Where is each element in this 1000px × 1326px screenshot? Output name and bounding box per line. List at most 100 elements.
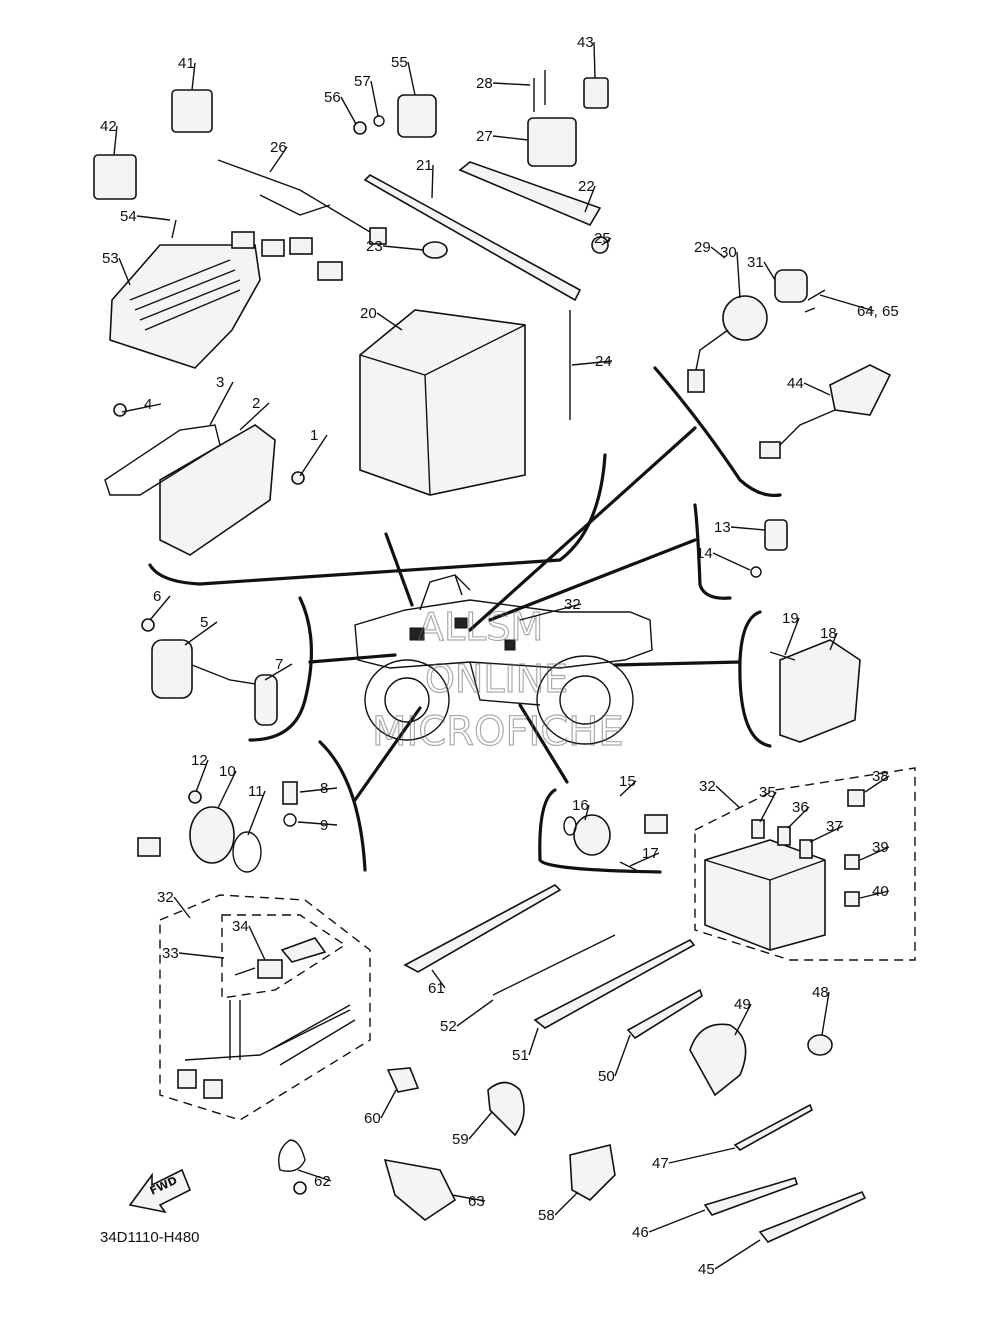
callout-30: 30 [720, 244, 737, 261]
callout-15: 15 [619, 773, 636, 790]
callout-29: 29 [694, 239, 711, 256]
callout-36: 36 [792, 799, 809, 816]
callout-42: 42 [100, 118, 117, 135]
leader-line-22 [584, 185, 596, 213]
callout-50: 50 [598, 1068, 615, 1085]
leader-line-45 [714, 1239, 761, 1270]
callout-7: 7 [275, 656, 283, 673]
callout-38: 38 [872, 768, 889, 785]
callout-48: 48 [812, 984, 829, 1001]
fuse-box-part-32 [704, 839, 826, 951]
callout-32b: 32 [699, 778, 716, 795]
leader-line-12 [195, 759, 209, 793]
leader-line-31 [763, 261, 776, 281]
callout-16: 16 [572, 797, 589, 814]
leader-line-7 [264, 663, 293, 681]
leader-line-1 [299, 434, 328, 477]
callout-12: 12 [191, 752, 208, 769]
callout-57: 57 [354, 73, 371, 90]
ecu-part-2 [159, 424, 276, 556]
callout-18: 18 [820, 625, 837, 642]
callout-40: 40 [872, 883, 889, 900]
cable-tie-part-61 [403, 884, 562, 973]
leader-line-24 [571, 360, 613, 366]
ignition-coil-part-5 [151, 639, 193, 699]
callout-41: 41 [178, 55, 195, 72]
leader-line-26 [269, 146, 288, 173]
callout-45: 45 [698, 1261, 715, 1278]
leader-line-52 [456, 999, 494, 1027]
leader-line-41 [191, 62, 196, 91]
leader-line-32a [519, 603, 582, 621]
leader-line-53 [118, 257, 131, 286]
leader-line-44 [803, 382, 831, 396]
leader-line-21 [431, 164, 434, 199]
leader-line-3 [209, 381, 234, 426]
callout-58: 58 [538, 1207, 555, 1224]
relay-part-41 [171, 89, 213, 133]
leader-line-16 [584, 804, 590, 821]
leader-line-62 [297, 1169, 332, 1182]
leader-line-32c [173, 896, 191, 919]
watermark-line-2: ONLINE [425, 657, 568, 701]
callout-4: 4 [144, 396, 152, 413]
leader-line-54 [136, 215, 171, 221]
callout-59: 59 [452, 1131, 469, 1148]
leader-line-63 [451, 1194, 486, 1202]
callout-1: 1 [310, 427, 318, 444]
callout-49: 49 [734, 996, 751, 1013]
leader-line-56 [340, 96, 357, 125]
clamp-part-60 [386, 1067, 420, 1093]
bracket-part-21 [363, 174, 582, 302]
clamp-part-58 [569, 1144, 616, 1201]
watermark: ALLSM ONLINE MICROFICHE [371, 604, 624, 755]
callout-31: 31 [747, 254, 764, 271]
callout-62: 62 [314, 1173, 331, 1190]
clamp-part-59 [487, 1081, 525, 1137]
callout-19: 19 [782, 610, 799, 627]
leader-line-38 [864, 775, 890, 793]
callout-63: 63 [468, 1193, 485, 1210]
fwd-arrow-icon: FWD [128, 1168, 192, 1214]
callout-labels: 1234567891011121314151617181920212223242… [100, 34, 899, 1278]
leader-line-23 [382, 245, 425, 251]
callout-52: 52 [440, 1018, 457, 1035]
callout-28: 28 [476, 75, 493, 92]
starter-relay-part-27 [527, 117, 577, 167]
leader-line-58 [554, 1191, 579, 1216]
callout-14: 14 [696, 545, 713, 562]
callout-13: 13 [714, 519, 731, 536]
callout-8: 8 [320, 780, 328, 797]
leader-line-11 [247, 790, 266, 836]
main-switch-part-30 [722, 295, 768, 341]
callout-43: 43 [577, 34, 594, 51]
callout-61: 61 [428, 980, 445, 997]
leader-line-14 [712, 552, 751, 571]
callout-23: 23 [366, 238, 383, 255]
leader-line-20 [376, 312, 403, 331]
cable-tie-part-51 [533, 938, 696, 1029]
callout-60: 60 [364, 1110, 381, 1127]
leader-line-8 [299, 787, 338, 793]
callout-35: 35 [759, 784, 776, 801]
leader-line-13 [730, 526, 766, 531]
leader-line-50 [614, 1034, 631, 1077]
cable-tie-part-52 [492, 934, 616, 996]
sensor-part-10 [189, 806, 235, 864]
clamp-part-48 [807, 1034, 833, 1056]
leader-line-39 [859, 846, 890, 861]
leader-line-42 [113, 125, 118, 156]
callout-53: 53 [102, 250, 119, 267]
callout-39: 39 [872, 839, 889, 856]
callout-9: 9 [320, 817, 328, 834]
leader-line-43 [593, 41, 596, 79]
leader-line-55 [407, 61, 416, 96]
cover-part-22 [458, 161, 602, 227]
callout-2: 2 [252, 395, 260, 412]
leader-line-27 [492, 135, 529, 141]
cable-tie-part-45 [758, 1190, 867, 1243]
clamp-part-63 [383, 1158, 457, 1221]
leader-line-15 [619, 780, 637, 797]
callout-10: 10 [219, 763, 236, 780]
